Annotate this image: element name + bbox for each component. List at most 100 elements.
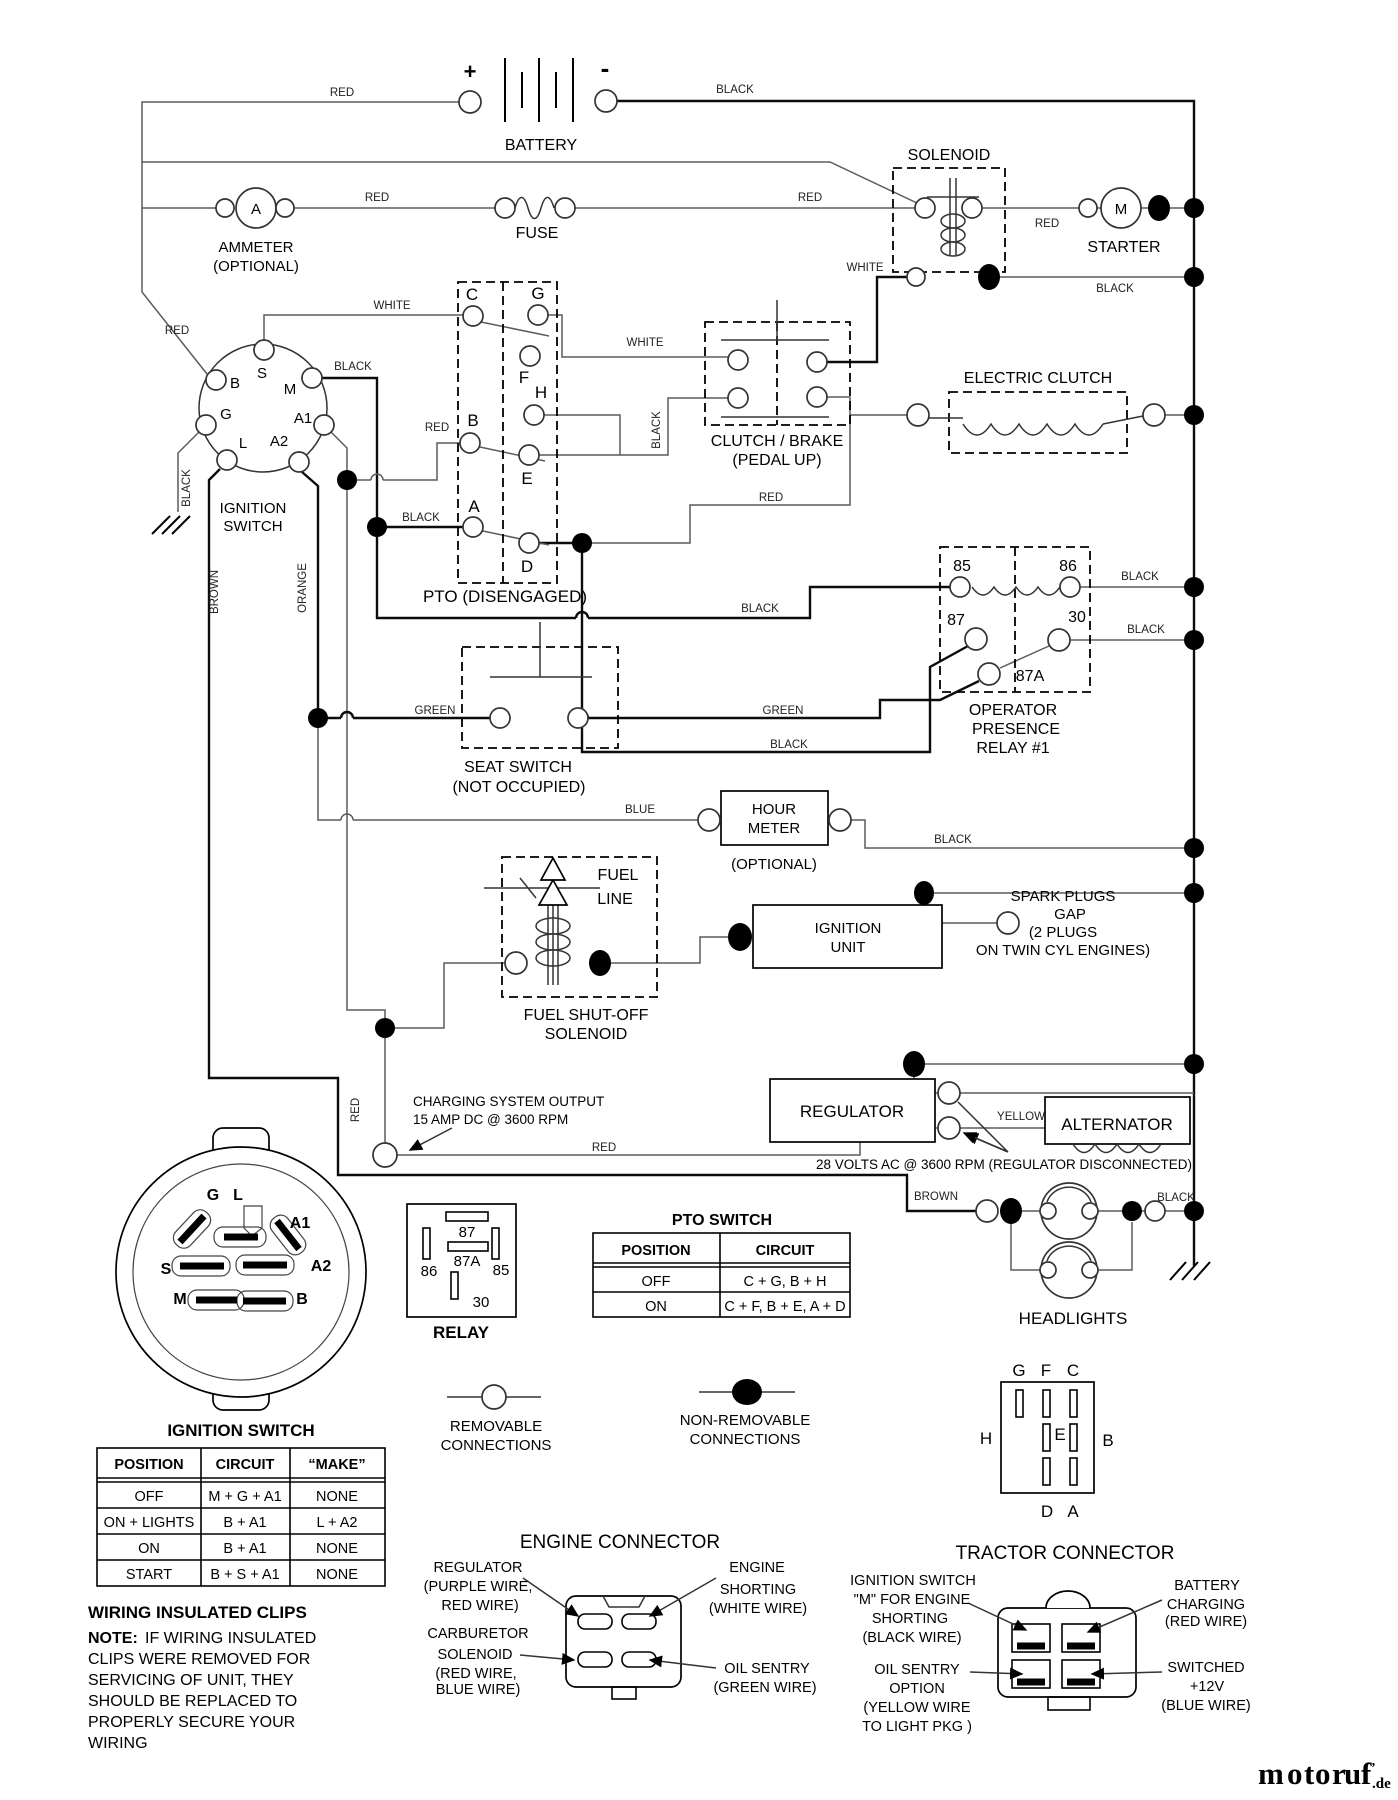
pto-terminal-a: A xyxy=(468,497,480,516)
ground-icon xyxy=(151,515,191,535)
solenoid-label: SOLENOID xyxy=(908,147,991,164)
relay-pin-87: 87 xyxy=(459,1224,476,1241)
wire-label-red: RED xyxy=(759,492,783,504)
solid-boxes xyxy=(406,790,1191,1494)
relay-pin-86: 86 xyxy=(1059,558,1077,575)
battery-minus: - xyxy=(601,53,610,83)
logo-letter: f xyxy=(1361,1756,1372,1791)
eng-carb-1: CARBURETOR xyxy=(427,1626,528,1642)
table-header: CIRCUIT xyxy=(216,1457,275,1473)
non-removable-label-1: NON-REMOVABLE xyxy=(680,1412,811,1429)
charging-arrow xyxy=(408,1127,453,1151)
eng-carb-3: (RED WIRE, xyxy=(435,1666,516,1682)
starter-label: STARTER xyxy=(1087,239,1160,256)
junction-dots xyxy=(308,195,1204,1224)
eng-oil-1: OIL SENTRY xyxy=(724,1661,810,1677)
table-cell: M + G + A1 xyxy=(208,1489,281,1505)
component-art xyxy=(115,58,1211,1711)
table-header: POSITION xyxy=(114,1457,183,1473)
wire-label-brown: BROWN xyxy=(914,1191,958,1203)
table-cell: C + F, B + E, A + D xyxy=(724,1299,845,1315)
trac-oil-4: TO LIGHT PKG ) xyxy=(862,1719,972,1735)
electric-clutch-label: ELECTRIC CLUTCH xyxy=(964,370,1112,387)
logo-letter: m xyxy=(1258,1756,1284,1791)
clutch-brake-label-1: CLUTCH / BRAKE xyxy=(711,433,843,450)
fuel-shutoff-symbol xyxy=(484,856,600,985)
starter-symbol: M xyxy=(1115,201,1128,218)
eng-oil-2: (GREEN WIRE) xyxy=(713,1680,816,1696)
terminal-m: M xyxy=(284,381,297,398)
operator-relay-label-3: RELAY #1 xyxy=(976,740,1049,757)
ignition-switch-table xyxy=(96,1447,386,1587)
eng-shorting-2: SHORTING xyxy=(720,1582,796,1598)
relay-pin-30: 30 xyxy=(473,1294,490,1311)
note-line: SHOULD BE REPLACED TO xyxy=(88,1693,297,1710)
connector-terminal-a1: A1 xyxy=(290,1215,311,1232)
terminal-a1: A1 xyxy=(294,410,312,427)
removable-label-1: REMOVABLE xyxy=(450,1418,542,1435)
relay-legend-box xyxy=(406,1203,517,1318)
trac-ignm-4: (BLACK WIRE) xyxy=(862,1630,961,1646)
pto-conn-b: B xyxy=(1102,1431,1113,1450)
wire-label-white: WHITE xyxy=(626,337,663,349)
pto-box xyxy=(457,281,558,584)
table-cell: NONE xyxy=(316,1489,358,1505)
battery-plus: + xyxy=(464,59,477,84)
charging-note-1: CHARGING SYSTEM OUTPUT xyxy=(413,1094,604,1109)
table-cell: OFF xyxy=(135,1489,164,1505)
wire-label-yellow: YELLOW xyxy=(997,1111,1045,1123)
table-cell: ON xyxy=(645,1299,667,1315)
terminal-g: G xyxy=(220,406,232,423)
trac-ignm-2: "M" FOR ENGINE xyxy=(854,1592,971,1608)
pto-connector-box xyxy=(1000,1381,1095,1494)
table-cell: OFF xyxy=(642,1274,671,1290)
logo-letter: o xyxy=(1315,1756,1331,1791)
wiring-clips-title: WIRING INSULATED CLIPS xyxy=(88,1603,307,1622)
table-cell: C + G, B + H xyxy=(744,1274,827,1290)
trac-ignm-3: SHORTING xyxy=(872,1611,948,1627)
note-line: SERVICING OF UNIT, THEY xyxy=(88,1672,294,1689)
wire-label-orange: ORANGE xyxy=(297,563,309,613)
engine-connector-icon xyxy=(519,1577,717,1700)
terminal-l: L xyxy=(239,435,247,452)
wire-label-red: RED xyxy=(798,192,822,204)
trac-oil-2: OPTION xyxy=(889,1681,945,1697)
logo-suffix: .de xyxy=(1372,1776,1391,1792)
removable-label-2: CONNECTIONS xyxy=(441,1437,552,1454)
logo-letter: u xyxy=(1344,1756,1361,1791)
eng-regulator-3: RED WIRE) xyxy=(441,1598,518,1614)
fuel-shutoff-label-2: SOLENOID xyxy=(545,1026,628,1043)
connector-terminal-s: S xyxy=(161,1261,172,1278)
labels: RED + - BLACK BATTERY RED A AMMETER (OPT… xyxy=(88,53,1391,1792)
logo-mark: ’ xyxy=(1371,1761,1376,1776)
wire-label-black: BLACK xyxy=(402,512,440,524)
pto-terminal-c: C xyxy=(466,285,478,304)
solenoid-coil xyxy=(927,178,979,257)
trac-oil-1: OIL SENTRY xyxy=(874,1662,960,1678)
table-cell: NONE xyxy=(316,1567,358,1583)
spark-plugs-label-2: GAP xyxy=(1054,906,1086,923)
trac-batt-2: CHARGING xyxy=(1167,1597,1245,1613)
pto-conn-h: H xyxy=(980,1429,992,1448)
terminal-a2: A2 xyxy=(270,433,288,450)
logo-letter: o xyxy=(1287,1756,1303,1791)
ammeter-symbol: A xyxy=(251,201,261,218)
connection-terminals xyxy=(195,89,1166,1223)
ignition-switch-circle xyxy=(198,343,328,473)
wire-label-red: RED xyxy=(1035,218,1059,230)
clutch-brake-symbol xyxy=(721,300,829,418)
table-cell: NONE xyxy=(316,1541,358,1557)
hour-meter-optional: (OPTIONAL) xyxy=(731,856,817,873)
hour-meter-label-2: METER xyxy=(748,820,801,837)
wires xyxy=(141,99,1196,1271)
eng-shorting-3: (WHITE WIRE) xyxy=(709,1601,807,1617)
trac-sw-1: SWITCHED xyxy=(1167,1660,1244,1676)
table-cell: START xyxy=(126,1567,172,1583)
connector-terminal-a2: A2 xyxy=(311,1258,332,1275)
wire-label-red: RED xyxy=(350,1098,362,1122)
battery-symbol xyxy=(504,58,574,122)
connector-terminal-m: M xyxy=(173,1291,186,1308)
table-cell: ON + LIGHTS xyxy=(104,1515,195,1531)
motoruf-logo: m o t o r u f ’ .de xyxy=(1258,1756,1391,1792)
